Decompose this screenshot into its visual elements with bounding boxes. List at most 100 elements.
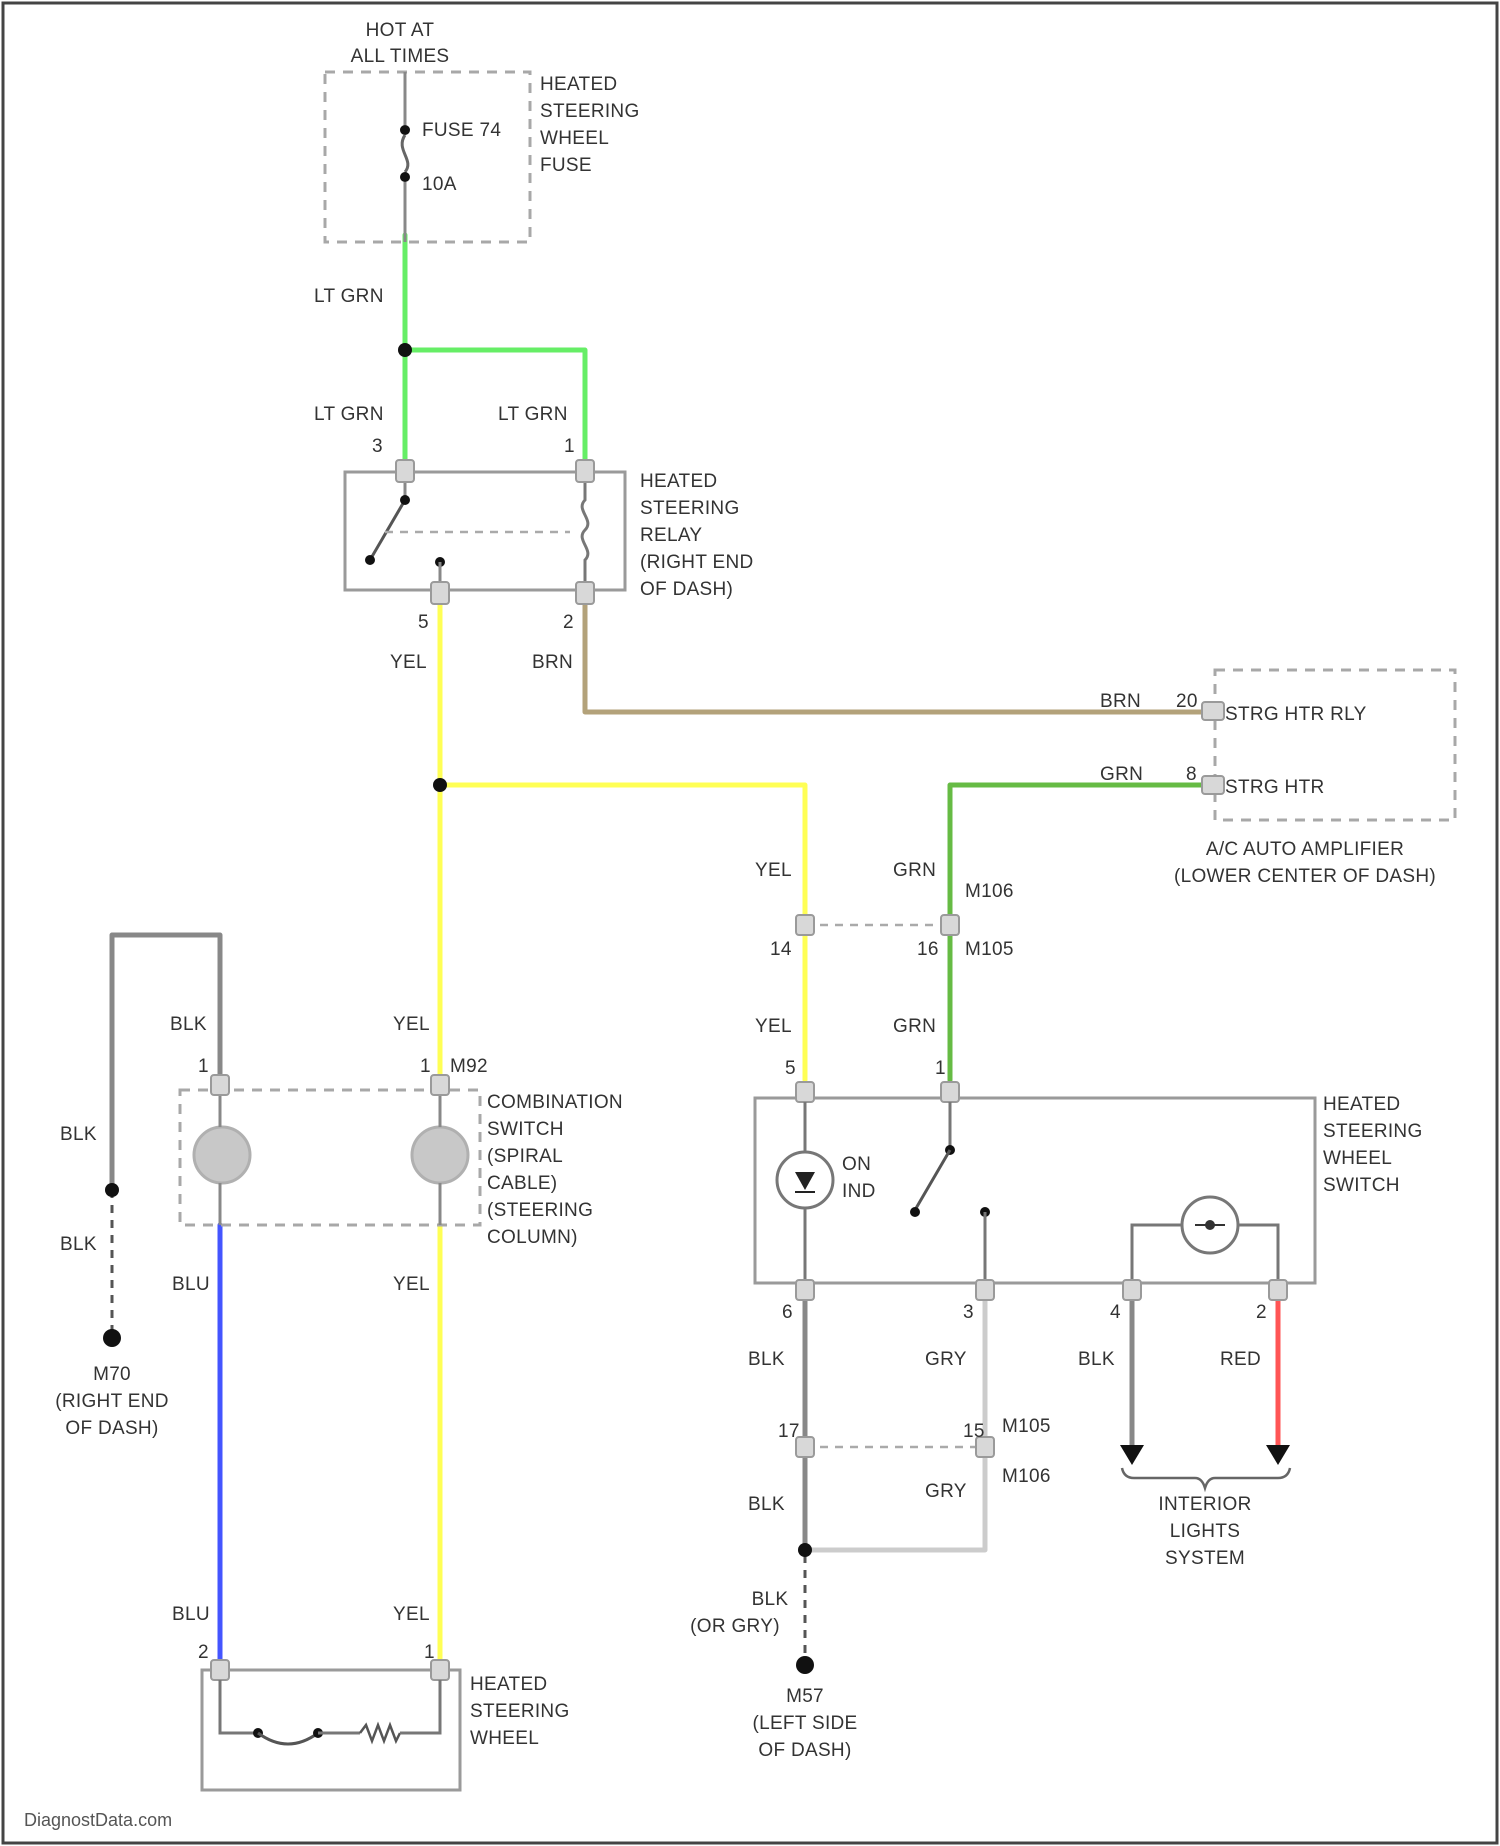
- pin-label: 2: [563, 612, 574, 633]
- fuse-title-line: STEERING: [540, 101, 640, 122]
- pin-label: 5: [418, 612, 429, 633]
- wire-label-yel: YEL: [393, 1274, 430, 1295]
- wire-label-blk: BLK: [60, 1124, 97, 1145]
- connector-label-m106: M106: [965, 881, 1014, 902]
- fuse-title-line: FUSE: [540, 155, 592, 176]
- pin-label: 2: [198, 1642, 209, 1663]
- wire-label-brn: BRN: [1100, 691, 1141, 712]
- ground-m57-label: OF DASH): [758, 1740, 851, 1761]
- connector-label-m92: M92: [450, 1056, 488, 1077]
- wire-label-red: RED: [1220, 1349, 1261, 1370]
- wire-label-gry: GRY: [925, 1349, 967, 1370]
- wire-gry: [805, 1295, 985, 1550]
- amp-title-line: A/C AUTO AMPLIFIER: [1206, 839, 1404, 860]
- fuse-number-label: FUSE 74: [422, 120, 501, 141]
- wire-grn: [950, 785, 1205, 1080]
- wheel-title-line: STEERING: [470, 1701, 570, 1722]
- pin-label: 15: [963, 1421, 985, 1442]
- heater-element-icon: [360, 1725, 400, 1741]
- pin-label: 8: [1186, 764, 1197, 785]
- arrow-down-icon: [1266, 1445, 1290, 1465]
- interior-lights-arrows: [1120, 1445, 1290, 1488]
- wire-label-brn: BRN: [532, 652, 573, 673]
- wire-label-grn: GRN: [893, 860, 936, 881]
- splice-ground-m57: [798, 1543, 812, 1557]
- combination-switch: [180, 1075, 480, 1225]
- pin-label: 2: [1256, 1302, 1267, 1323]
- thermostat-icon: [258, 1733, 318, 1744]
- wire-label-grn: GRN: [1100, 764, 1143, 785]
- connector-label-m106: M106: [1002, 1466, 1051, 1487]
- fuse-amperage-label: 10A: [422, 174, 457, 195]
- ground-m57-label: (LEFT SIDE: [752, 1713, 857, 1734]
- hsw-title-line: HEATED: [1323, 1094, 1400, 1115]
- fuse-box: [325, 72, 530, 242]
- on-indicator-label: ON: [842, 1154, 871, 1175]
- splice-blk: [105, 1183, 119, 1197]
- ground-m57-label: M57: [786, 1686, 824, 1707]
- combo-title-line: (SPIRAL: [487, 1146, 563, 1167]
- wire-label-blk: BLK: [1078, 1349, 1115, 1370]
- pin-label: 1: [935, 1058, 946, 1079]
- heated-steering-wheel-switch: [755, 1082, 1315, 1300]
- fuse-title-line: WHEEL: [540, 128, 609, 149]
- pin-label: 3: [963, 1302, 974, 1323]
- interior-lights-label: LIGHTS: [1170, 1521, 1240, 1542]
- watermark: DiagnostData.com: [24, 1810, 172, 1830]
- on-indicator-label: IND: [842, 1181, 876, 1202]
- combo-title-line: CABLE): [487, 1173, 557, 1194]
- wire-label-yel: YEL: [755, 1016, 792, 1037]
- all-times-label: ALL TIMES: [351, 46, 450, 67]
- ground-m57-wire-label: BLK: [752, 1589, 789, 1610]
- pin-label: 4: [1110, 1302, 1121, 1323]
- arrow-down-icon: [1120, 1445, 1144, 1465]
- pin-label: 20: [1176, 691, 1198, 712]
- wire-label-blk: BLK: [170, 1014, 207, 1035]
- heated-steering-wheel: [202, 1660, 460, 1790]
- wire-label-grn: GRN: [893, 1016, 936, 1037]
- pin-label: 16: [917, 939, 939, 960]
- combo-title-line: COLUMN): [487, 1227, 578, 1248]
- wire-label-blu: BLU: [172, 1604, 210, 1625]
- amp-pin-strg-htr: STRG HTR: [1225, 777, 1325, 798]
- relay-title-line: OF DASH): [640, 579, 733, 600]
- wire-label-yel: YEL: [393, 1014, 430, 1035]
- hot-at-label: HOT AT: [366, 20, 435, 41]
- wire-label-blk: BLK: [748, 1494, 785, 1515]
- connector-label-m105: M105: [1002, 1416, 1051, 1437]
- relay-title-line: STEERING: [640, 498, 740, 519]
- interior-lights-label: INTERIOR: [1158, 1494, 1251, 1515]
- relay-title-line: HEATED: [640, 471, 717, 492]
- pin-label: 17: [778, 1421, 800, 1442]
- relay-contact-arm: [370, 500, 405, 560]
- pin-label: 6: [782, 1302, 793, 1323]
- fuse-title-line: HEATED: [540, 74, 617, 95]
- amp-pin-strg-htr-rly: STRG HTR RLY: [1225, 704, 1367, 725]
- interior-lights-label: SYSTEM: [1165, 1548, 1245, 1569]
- fuse-terminal-bottom: [400, 172, 410, 182]
- wire-label-lt-grn: LT GRN: [314, 286, 384, 307]
- wheel-title-line: WHEEL: [470, 1728, 539, 1749]
- spiral-cable-coil-icon: [412, 1127, 468, 1183]
- amp-title-line: (LOWER CENTER OF DASH): [1174, 866, 1436, 887]
- ground-m57-icon: [796, 1656, 814, 1674]
- wire-label-lt-grn: LT GRN: [498, 404, 568, 425]
- hsw-title-line: STEERING: [1323, 1121, 1423, 1142]
- ground-m70-label: M70: [93, 1364, 131, 1385]
- combo-title-line: SWITCH: [487, 1119, 564, 1140]
- connector-label-m105: M105: [965, 939, 1014, 960]
- pin-label: 1: [198, 1056, 209, 1077]
- heated-steering-relay: [345, 472, 625, 590]
- pin-label: 5: [785, 1058, 796, 1079]
- wire-label-lt-grn: LT GRN: [314, 404, 384, 425]
- hsw-title-line: SWITCH: [1323, 1175, 1400, 1196]
- wire-label-blk: BLK: [748, 1349, 785, 1370]
- wire-label-yel: YEL: [393, 1604, 430, 1625]
- relay-title-line: (RIGHT END: [640, 552, 753, 573]
- interior-lights-brace: [1122, 1468, 1290, 1488]
- hsw-title-line: WHEEL: [1323, 1148, 1392, 1169]
- connector-m105-14: [796, 915, 814, 935]
- combo-title-line: COMBINATION: [487, 1092, 623, 1113]
